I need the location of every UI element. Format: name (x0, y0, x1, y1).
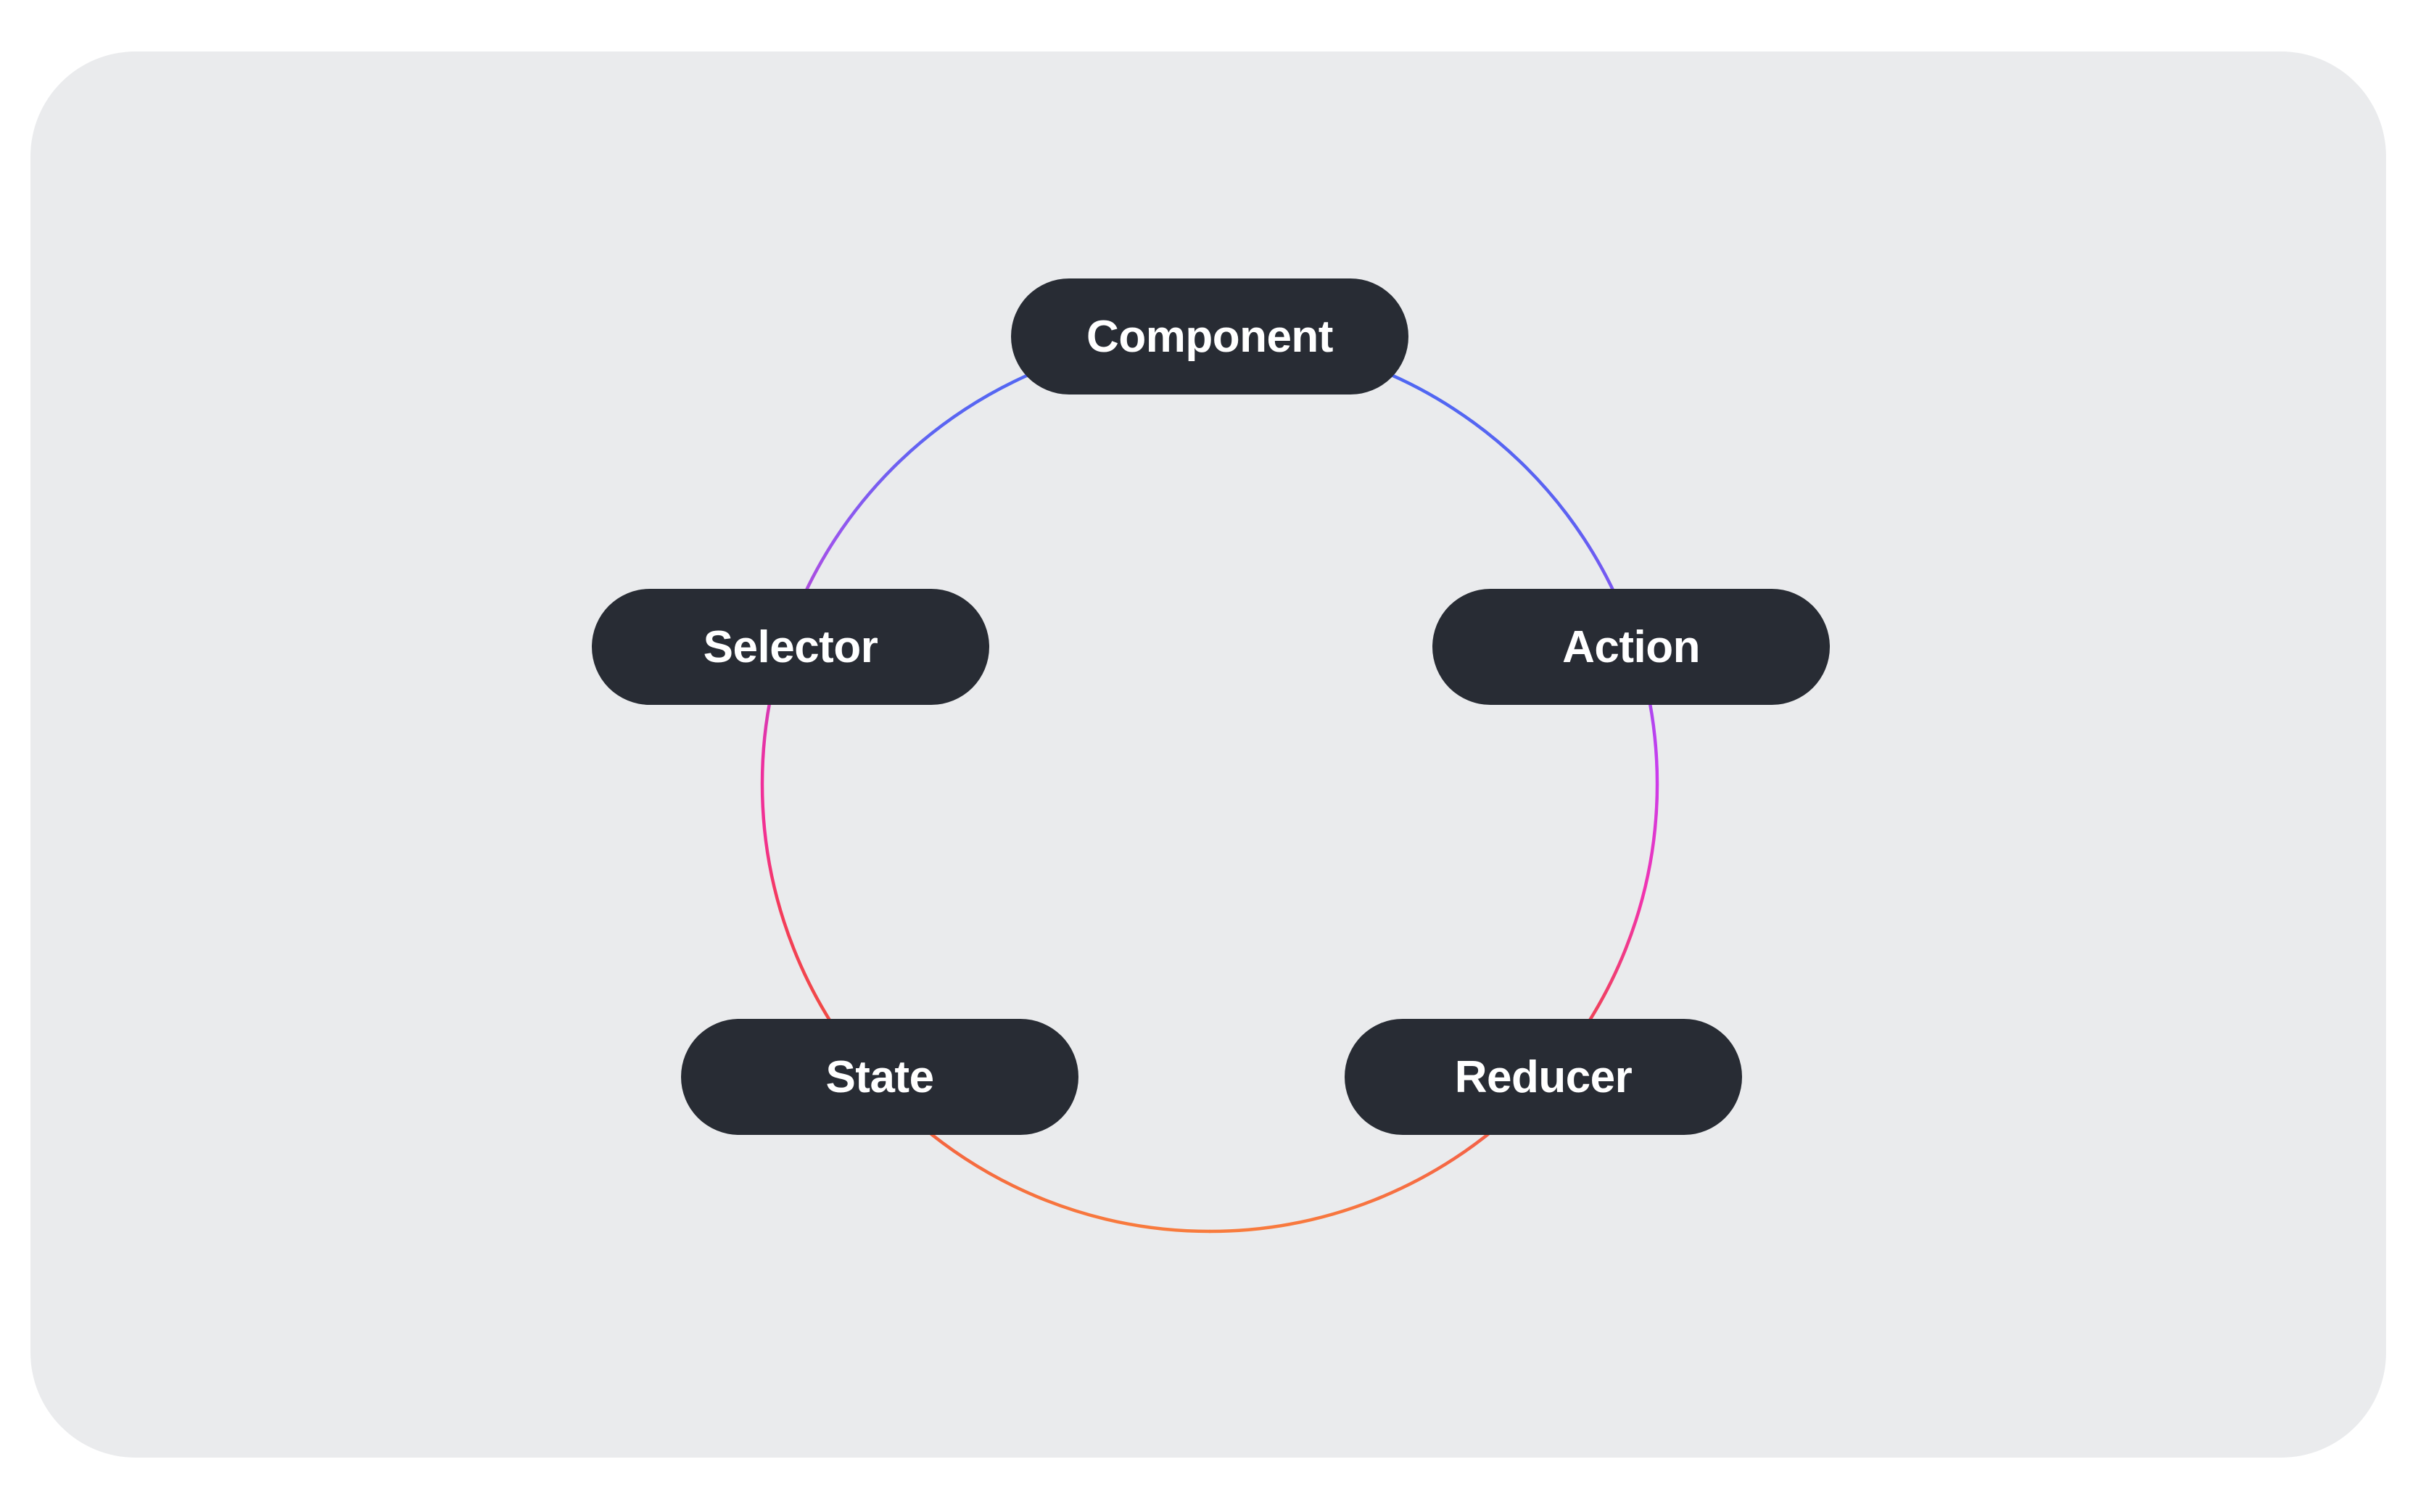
node-state: State (681, 1019, 1078, 1135)
node-label: Reducer (1454, 1052, 1633, 1102)
node-label: Component (1086, 311, 1333, 362)
node-label: State (825, 1052, 934, 1102)
node-component: Component (1011, 278, 1408, 394)
ring-arc-right (1208, 334, 1659, 1234)
node-label: Selector (703, 621, 878, 672)
node-action: Action (1432, 589, 1830, 705)
node-label: Action (1562, 621, 1700, 672)
ring-arc-left (760, 334, 1212, 1234)
node-reducer: Reducer (1345, 1019, 1742, 1135)
node-selector: Selector (592, 589, 989, 705)
